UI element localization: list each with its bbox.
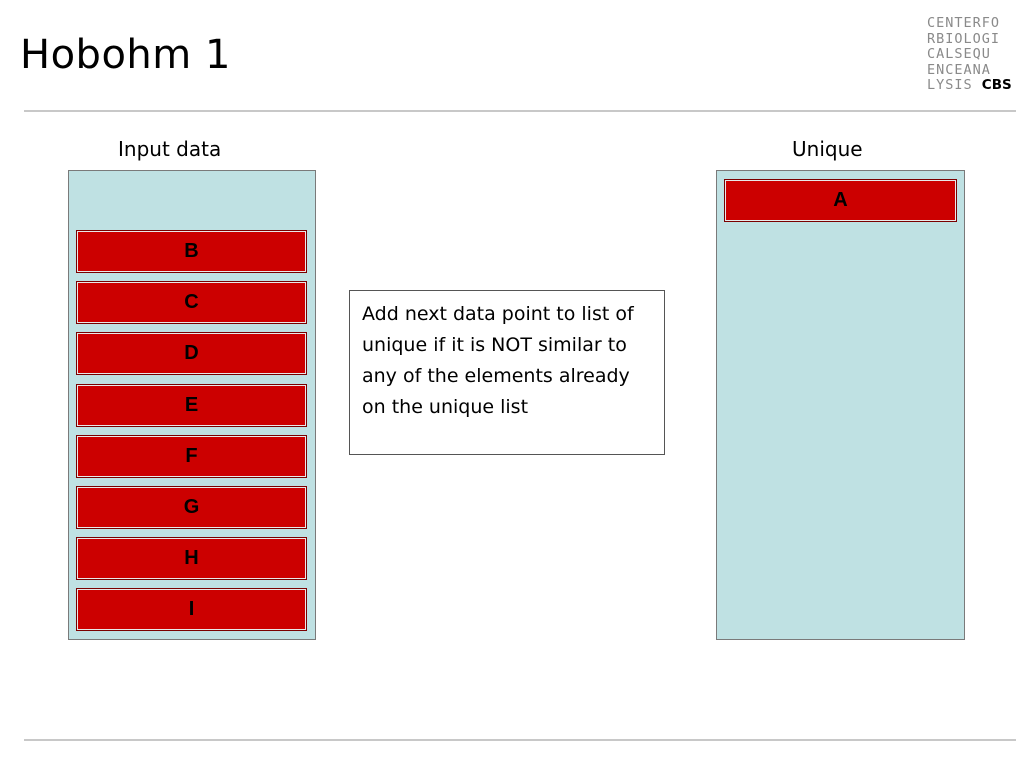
input-item-h: H (76, 537, 307, 580)
rule-note: Add next data point to list of unique if… (349, 290, 665, 455)
unique-item-a: A (724, 179, 957, 222)
logo-line-1: CENTERFO (927, 15, 1001, 31)
logo-lysis: LYSIS (927, 77, 973, 93)
unique-heading: Unique (792, 137, 863, 161)
logo-line-3: CALSEQU (927, 46, 991, 62)
unique-panel (716, 170, 965, 640)
input-item-b: B (76, 230, 307, 273)
cbs-logo: CENTERFO RBIOLOGI CALSEQU ENCEANA LYSIS … (927, 15, 1012, 94)
logo-line-4: ENCEANA (927, 61, 991, 78)
input-item-g: G (76, 486, 307, 529)
input-item-e: E (76, 384, 307, 427)
top-divider (24, 110, 1016, 112)
input-item-f: F (76, 435, 307, 478)
input-item-d: D (76, 332, 307, 375)
logo-line-2: RBIOLOGI (927, 30, 1001, 47)
input-item-i: I (76, 588, 307, 631)
input-item-c: C (76, 281, 307, 324)
logo-line-5: LYSIS CBS (927, 77, 1012, 94)
bottom-divider (24, 739, 1016, 741)
slide-title: Hobohm 1 (20, 32, 231, 78)
logo-cbs: CBS (981, 77, 1012, 93)
input-data-heading: Input data (118, 137, 222, 161)
